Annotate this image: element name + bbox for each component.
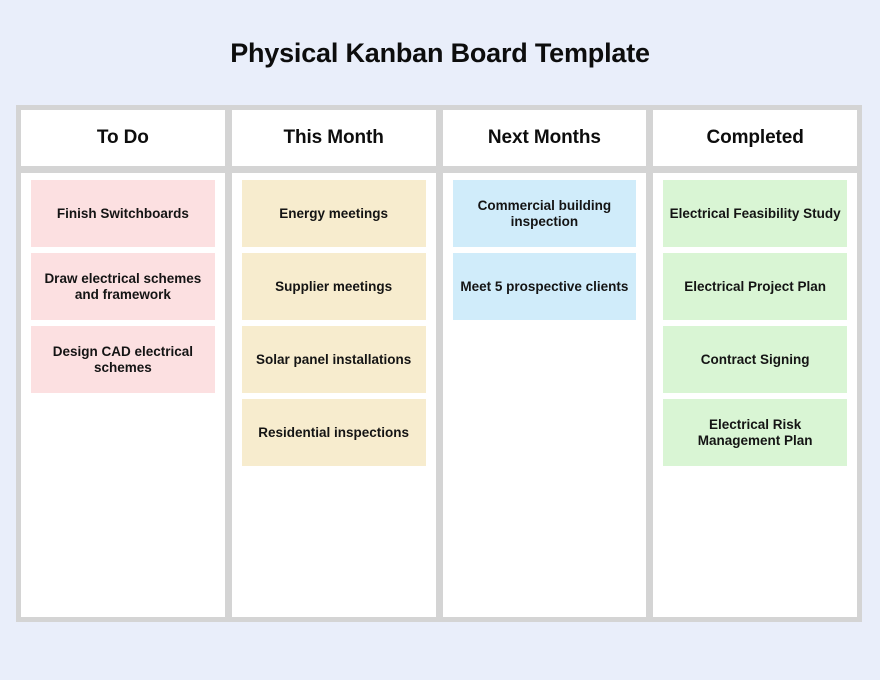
column-next-months: Commercial building inspection Meet 5 pr… — [442, 173, 647, 617]
card[interactable]: Solar panel installations — [241, 326, 426, 393]
board-header-row: To Do This Month Next Months Completed — [21, 110, 857, 166]
board-body-row: Finish Switchboards Draw electrical sche… — [21, 173, 857, 617]
card[interactable]: Electrical Feasibility Study — [663, 180, 847, 247]
column-completed: Electrical Feasibility Study Electrical … — [653, 173, 857, 617]
card[interactable]: Residential inspections — [241, 399, 426, 466]
card[interactable]: Meet 5 prospective clients — [452, 253, 637, 320]
kanban-board: To Do This Month Next Months Completed F… — [16, 105, 862, 622]
column-this-month: Energy meetings Supplier meetings Solar … — [231, 173, 436, 617]
column-header-next-months[interactable]: Next Months — [442, 110, 647, 166]
card[interactable]: Contract Signing — [663, 326, 847, 393]
card[interactable]: Commercial building inspection — [452, 180, 637, 247]
card[interactable]: Electrical Project Plan — [663, 253, 847, 320]
column-header-completed[interactable]: Completed — [653, 110, 857, 166]
column-header-to-do[interactable]: To Do — [21, 110, 225, 166]
column-header-this-month[interactable]: This Month — [231, 110, 436, 166]
card[interactable]: Design CAD electrical schemes — [31, 326, 215, 393]
card[interactable]: Electrical Risk Management Plan — [663, 399, 847, 466]
card[interactable]: Supplier meetings — [241, 253, 426, 320]
card[interactable]: Energy meetings — [241, 180, 426, 247]
card[interactable]: Draw electrical schemes and framework — [31, 253, 215, 320]
page-title: Physical Kanban Board Template — [230, 38, 650, 68]
card[interactable]: Finish Switchboards — [31, 180, 215, 247]
column-to-do: Finish Switchboards Draw electrical sche… — [21, 173, 225, 617]
